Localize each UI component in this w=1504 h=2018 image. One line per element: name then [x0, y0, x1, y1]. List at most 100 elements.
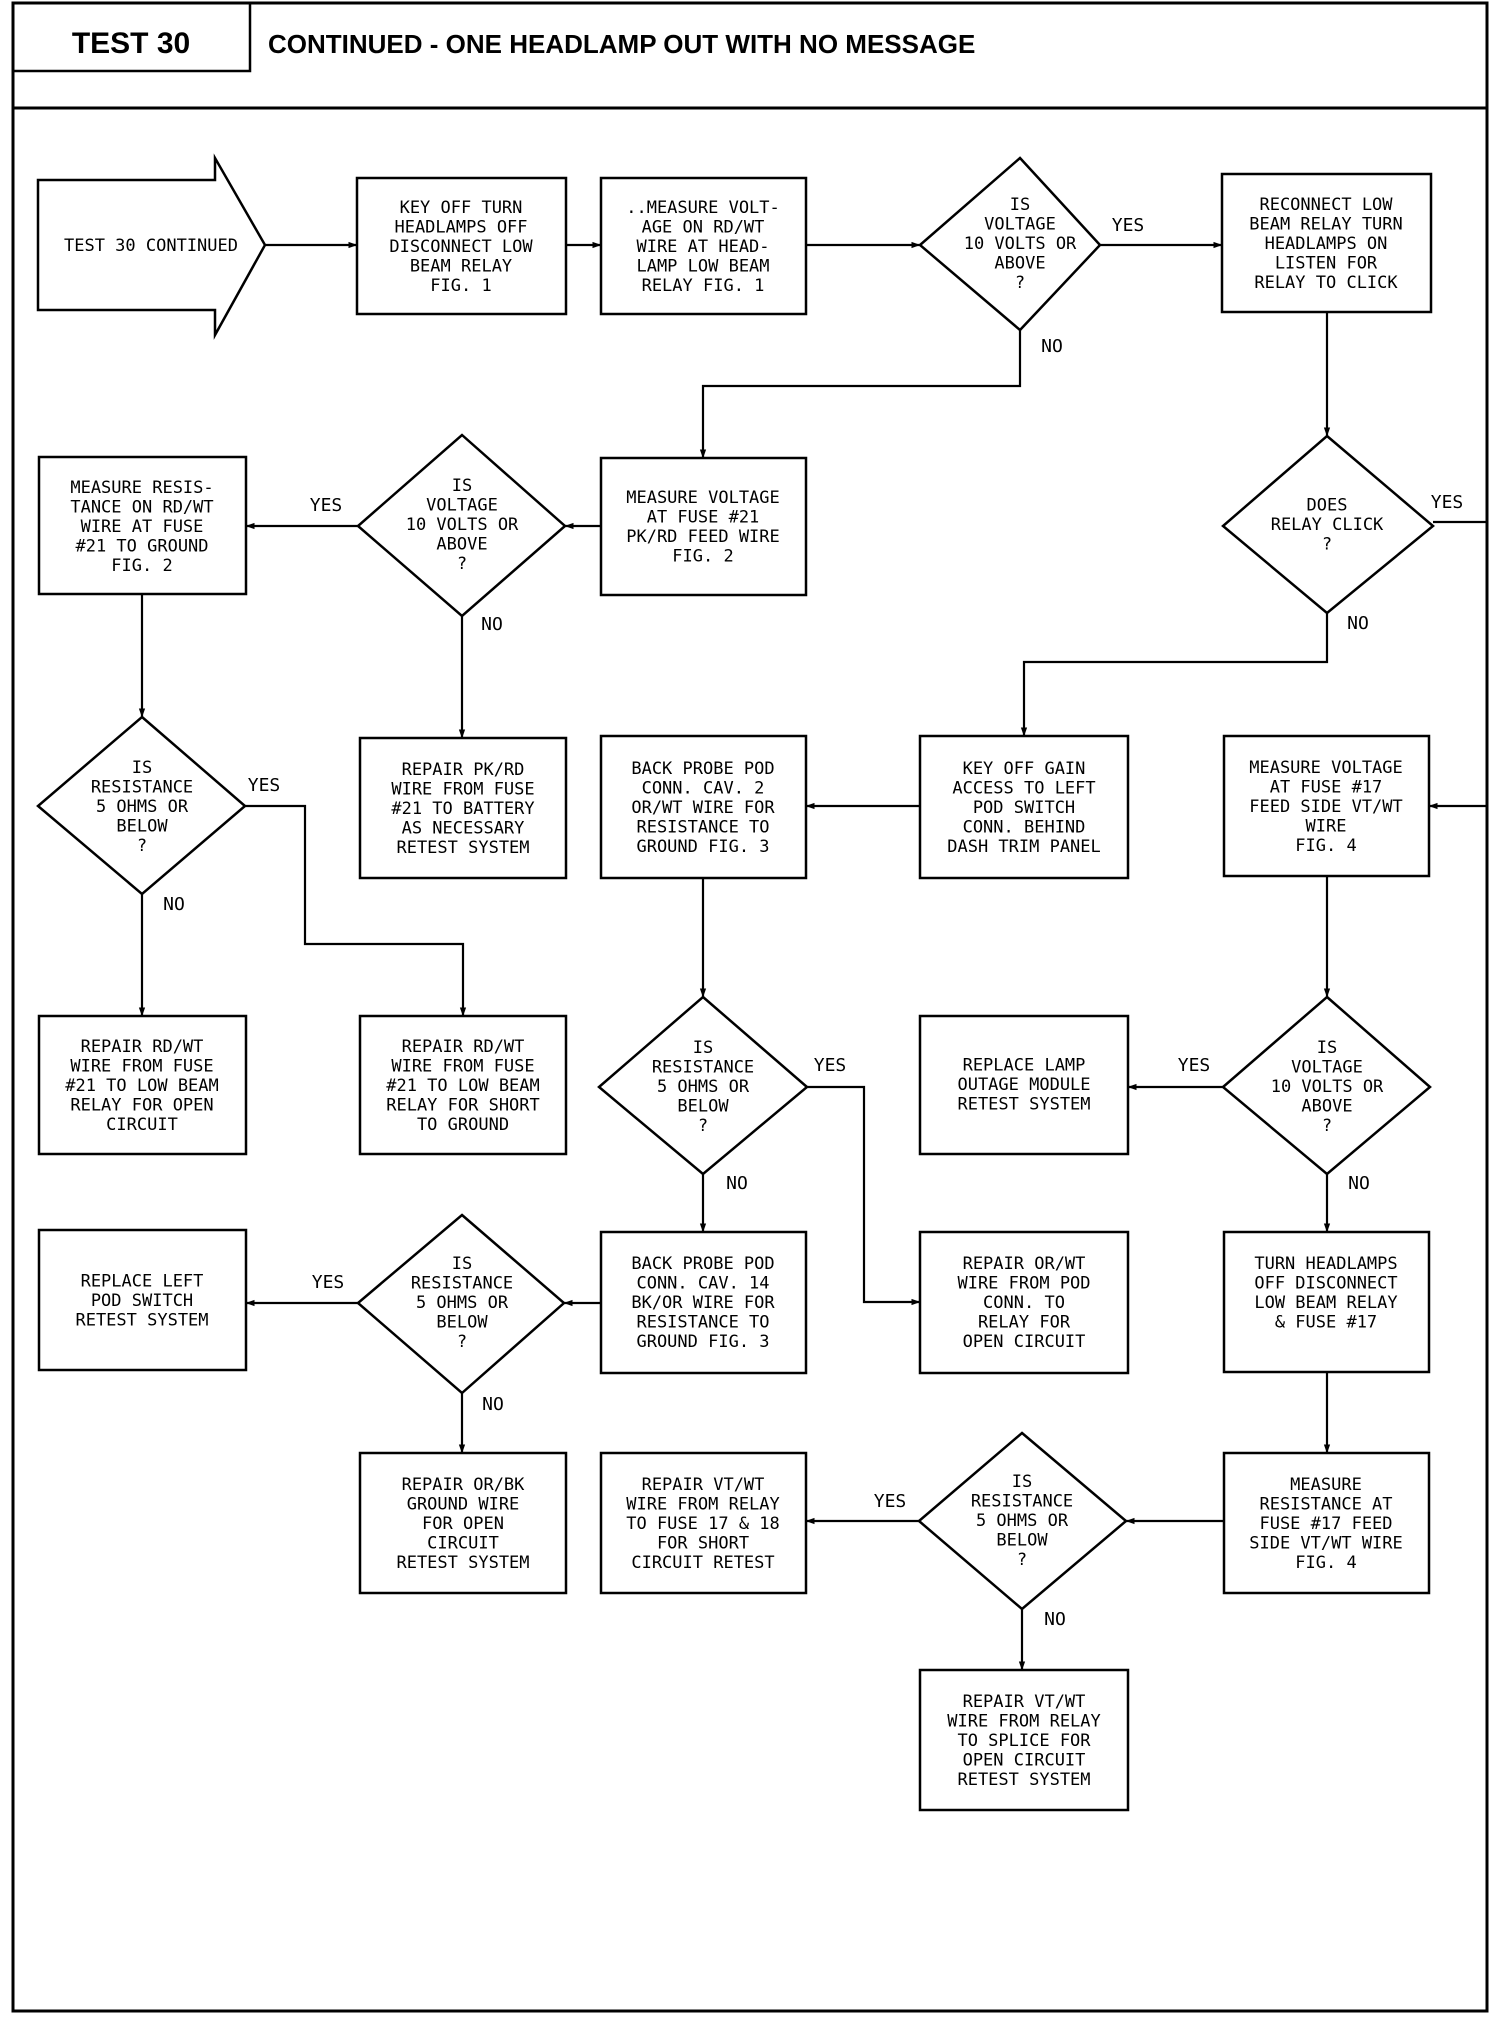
label-line: OPEN CIRCUIT — [963, 1751, 1086, 1771]
label-line: AS NECESSARY — [402, 819, 525, 839]
label-line: ? — [1322, 1116, 1332, 1136]
label-line: RETEST SYSTEM — [396, 1553, 529, 1573]
label-line: ? — [1015, 273, 1025, 293]
label-line: RETEST SYSTEM — [957, 1770, 1090, 1790]
label-line: TO GROUND — [417, 1115, 509, 1135]
label-line: ? — [457, 1332, 467, 1352]
box-replace-lamp-outage — [918, 1014, 1130, 1156]
label-line: KEY OFF TURN — [400, 198, 523, 218]
label-line: RESISTANCE — [411, 1274, 513, 1294]
label-line: 5 OHMS OR — [657, 1077, 750, 1097]
label-line: #21 TO GROUND — [75, 537, 208, 557]
label-line: CONN. TO — [983, 1293, 1065, 1313]
box-repair-rdwt-open — [37, 1014, 248, 1156]
label-line: RECONNECT LOW — [1259, 195, 1393, 215]
label-line: 5 OHMS OR — [96, 797, 189, 817]
box-measure-voltage-fuse21 — [599, 456, 808, 597]
box-repair-pkrd — [358, 736, 568, 880]
label-line: 10 VOLTS OR — [406, 515, 519, 535]
label-line: AT FUSE #21 — [647, 507, 760, 527]
label-line: IS — [1317, 1038, 1337, 1058]
label-line: BACK PROBE POD — [631, 1254, 774, 1274]
label-line: MEASURE VOLTAGE — [1249, 758, 1403, 778]
label-line: VOLTAGE — [1291, 1058, 1363, 1078]
label-line: RELAY FOR OPEN — [70, 1096, 213, 1116]
box-key-off-disconnect-relay — [355, 176, 568, 316]
label-line: RELAY CLICK — [1271, 515, 1384, 535]
label-line: WIRE AT FUSE — [81, 517, 204, 537]
label-line: BEAM RELAY — [410, 257, 512, 277]
box-back-probe-cav14 — [599, 1230, 808, 1375]
edge-label-no: NO — [481, 614, 503, 635]
label-line: IS — [452, 476, 472, 496]
label-line: BELOW — [116, 817, 168, 837]
edge-label-yes: YES — [1431, 492, 1464, 513]
label-line: FIG. 4 — [1295, 836, 1356, 856]
outer-frame — [11, 1, 1489, 2013]
label-line: BACK PROBE POD — [631, 759, 774, 779]
label-line: POD SWITCH — [973, 798, 1075, 818]
label-line: 10 VOLTS OR — [1271, 1077, 1384, 1097]
label-line: IS — [693, 1038, 713, 1058]
label-line: & FUSE #17 — [1275, 1312, 1377, 1332]
box-repair-orbk — [358, 1451, 568, 1595]
label-line: WIRE AT HEAD- — [636, 237, 769, 257]
label-line: FOR SHORT — [657, 1534, 749, 1554]
label-line: 10 VOLTS OR — [964, 234, 1077, 254]
edge-label-yes: YES — [248, 775, 281, 796]
box-turn-headlamps-off — [1222, 1230, 1431, 1374]
label-line: CIRCUIT — [427, 1534, 499, 1554]
label-line: ? — [698, 1116, 708, 1136]
label-line: RESISTANCE TO — [636, 1313, 769, 1333]
label-line: #21 TO LOW BEAM — [386, 1076, 540, 1096]
label-line: BK/OR WIRE FOR — [631, 1293, 775, 1313]
label-line: FIG. 4 — [1295, 1553, 1356, 1573]
edge-label-yes: YES — [814, 1055, 847, 1076]
edge-label-no: NO — [1044, 1609, 1066, 1630]
label-line: VOLTAGE — [984, 215, 1056, 235]
label-line: RESISTANCE — [652, 1058, 754, 1078]
label-line: POD SWITCH — [91, 1291, 193, 1311]
label-line: OFF DISCONNECT — [1254, 1273, 1397, 1293]
label-line: ? — [1017, 1550, 1027, 1570]
label-line: WIRE FROM POD — [957, 1274, 1090, 1294]
label-line: FIG. 1 — [430, 276, 491, 296]
label-line: REPAIR PK/RD — [402, 760, 525, 780]
label-line: LOW BEAM RELAY — [1254, 1293, 1397, 1313]
label-line: OPEN CIRCUIT — [963, 1332, 1086, 1352]
label-line: KEY OFF GAIN — [963, 759, 1086, 779]
edge-label-yes: YES — [310, 495, 343, 516]
label-line: GROUND WIRE — [407, 1495, 520, 1515]
label-line: SIDE VT/WT WIRE — [1249, 1534, 1403, 1554]
box-measure-resistance-fuse17 — [1222, 1451, 1431, 1595]
label-line: ABOVE — [1301, 1097, 1352, 1117]
label-line: LAMP LOW BEAM — [636, 257, 769, 277]
label-line: REPAIR VT/WT — [963, 1692, 1086, 1712]
edge-label-no: NO — [726, 1173, 748, 1194]
label-line: #21 TO BATTERY — [391, 799, 534, 819]
box-measure-voltage-fuse17 — [1222, 734, 1431, 878]
label-line: OUTAGE MODULE — [957, 1075, 1090, 1095]
start-arrow — [36, 153, 267, 340]
label-line: RELAY TO CLICK — [1254, 273, 1398, 293]
edge-label-no: NO — [1041, 336, 1063, 357]
label-line: DOES — [1307, 496, 1348, 516]
label-line: GROUND FIG. 3 — [636, 1332, 769, 1352]
label-line: WIRE FROM RELAY — [947, 1712, 1101, 1732]
